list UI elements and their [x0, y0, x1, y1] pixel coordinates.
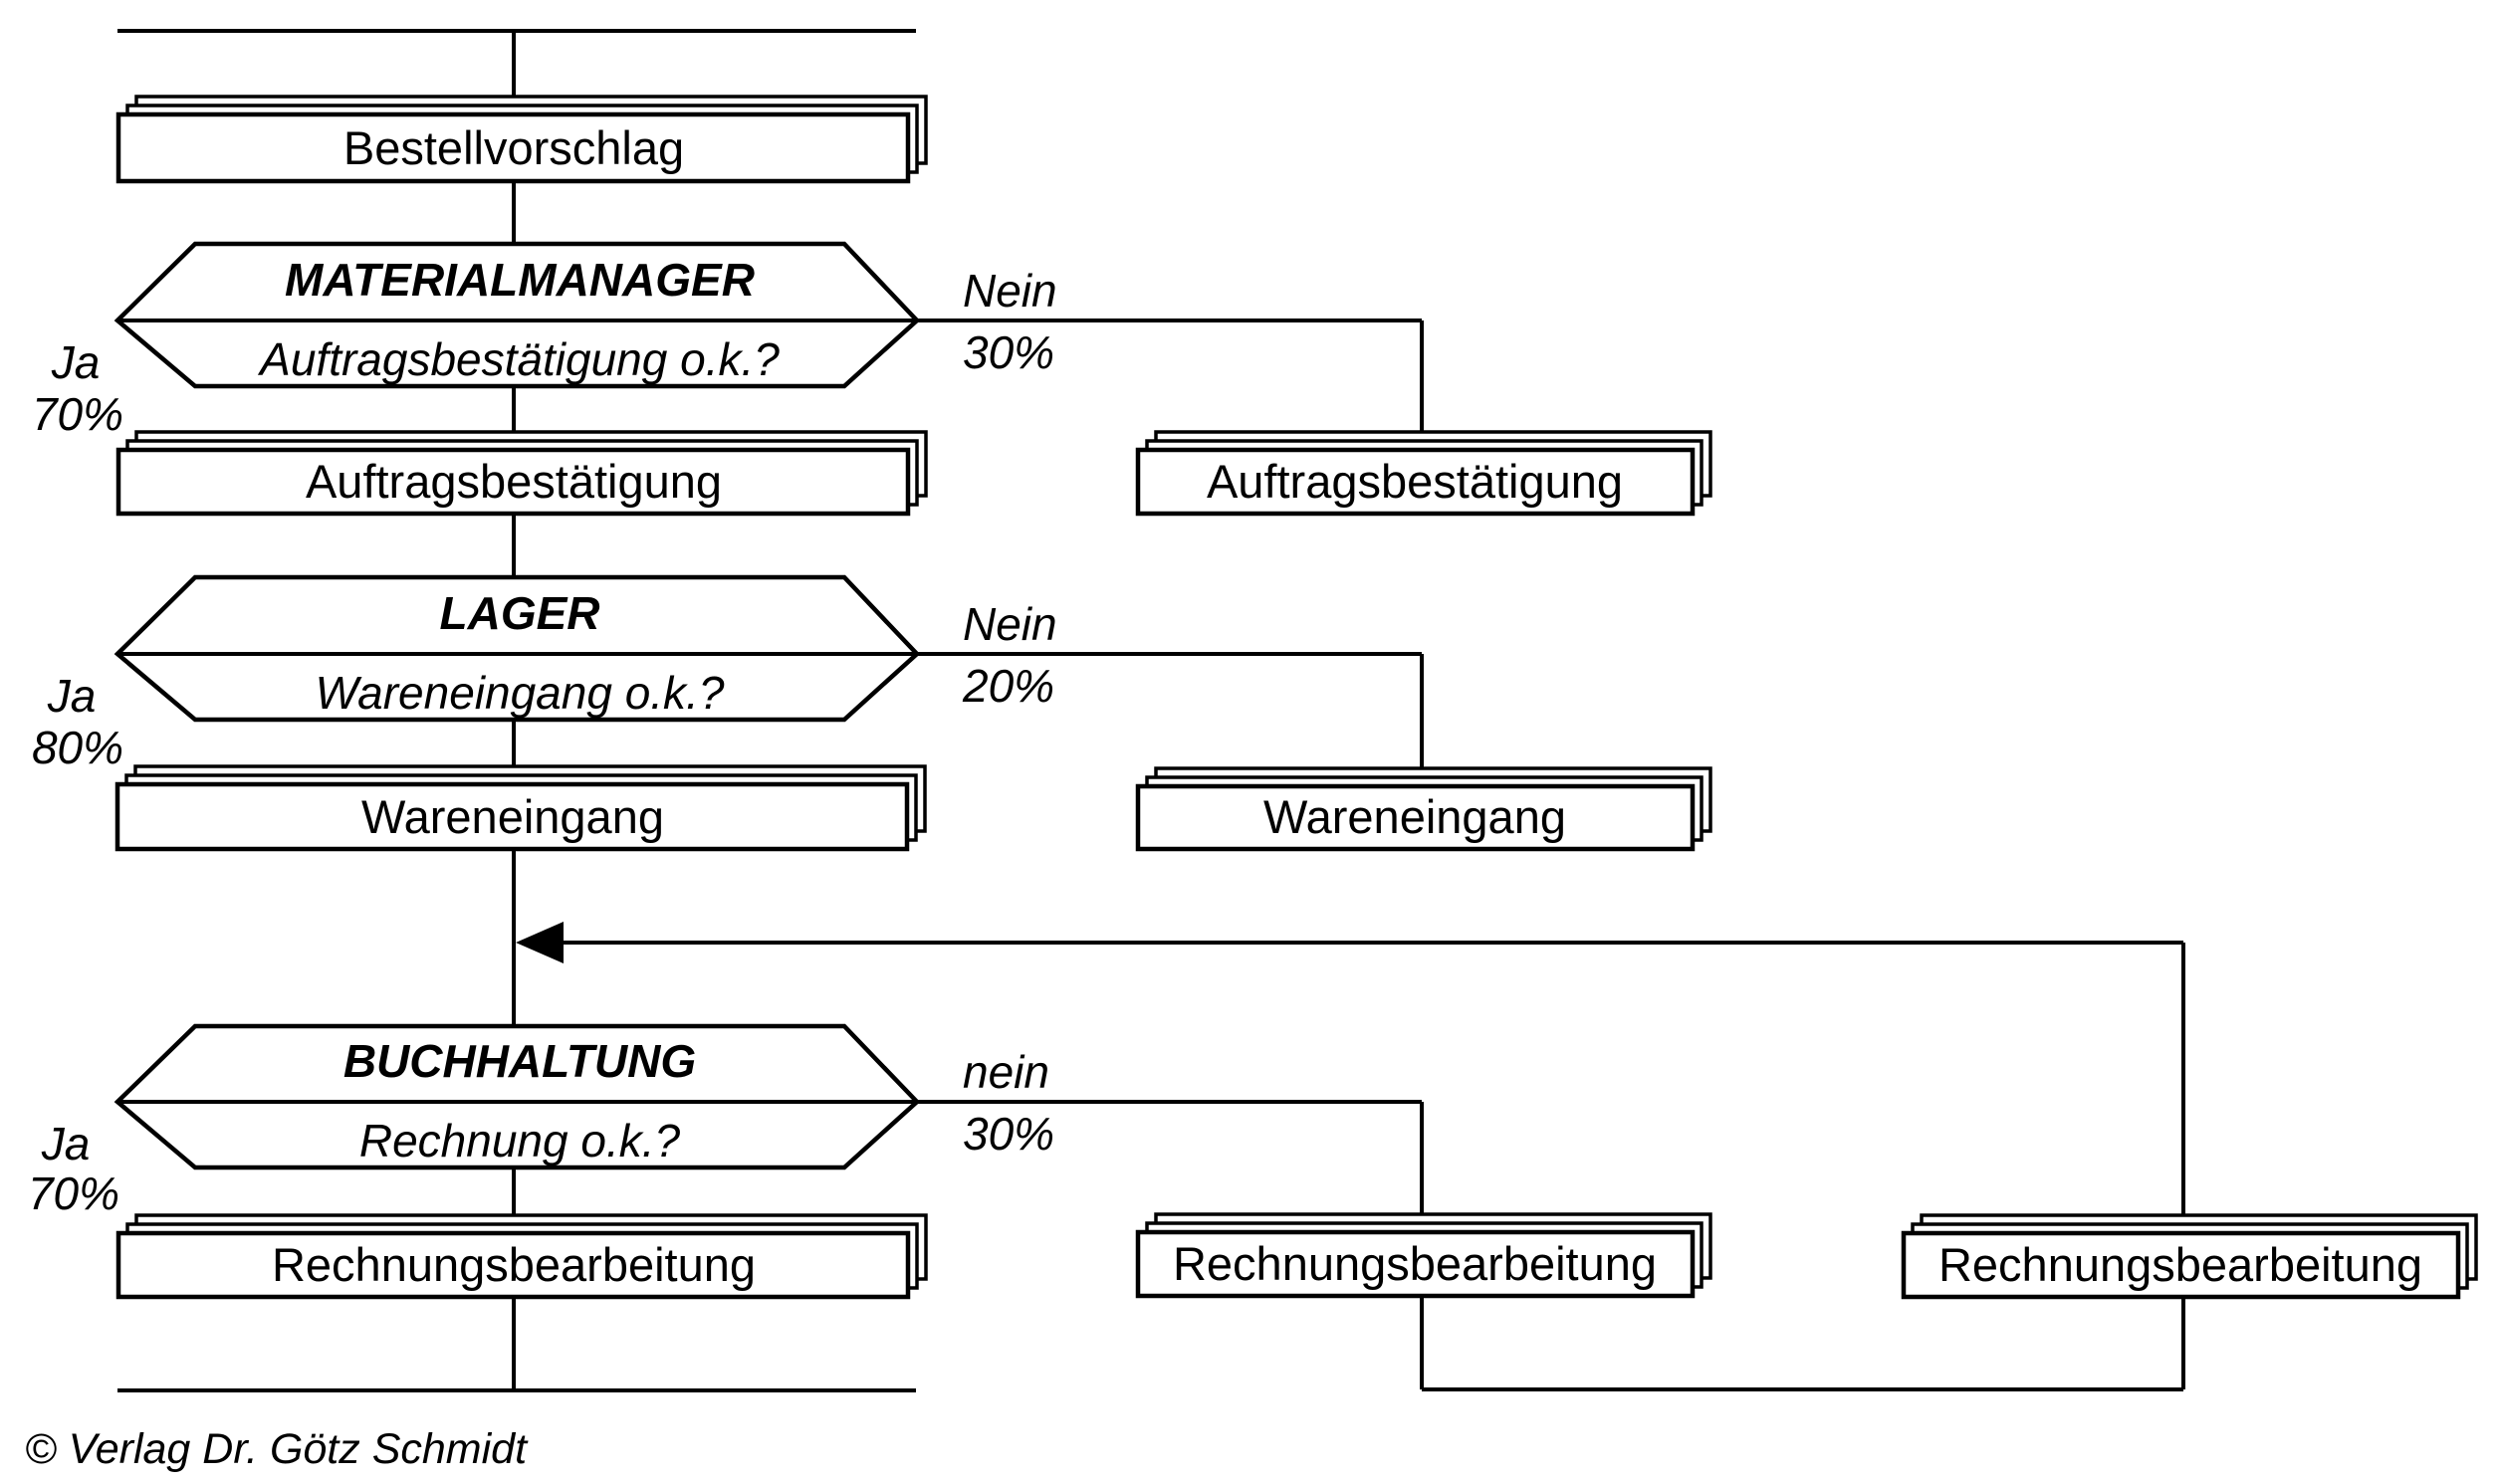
document-stack-wareneingang-ja: Wareneingang	[114, 764, 927, 852]
nein-label: Nein	[963, 265, 1057, 317]
stack-sheet-front	[1135, 447, 1696, 517]
nein-percentage: 30%	[963, 1108, 1054, 1160]
ja-label: Ja	[47, 670, 97, 722]
document-label: Wareneingang	[1263, 790, 1566, 843]
decision-lager: LAGER Wareneingang o.k.? Ja 80% Nein 20%	[32, 574, 1057, 773]
nein-label: nein	[963, 1046, 1049, 1098]
copyright-footer: © Verlag Dr. Götz Schmidt	[25, 1425, 529, 1473]
decision-question: Auftragsbestätigung o.k.?	[257, 333, 780, 385]
document-stack-bestellvorschlag: Bestellvorschlag	[115, 95, 928, 184]
document-stack-auftragsbestaetigung-ja: Auftragsbestätigung	[115, 430, 928, 517]
stack-sheet-front	[1135, 1229, 1696, 1299]
document-label: Rechnungsbearbeitung	[1173, 1237, 1657, 1290]
document-label: Rechnungsbearbeitung	[1938, 1238, 2422, 1291]
decision-question: Wareneingang o.k.?	[316, 667, 725, 719]
nein-percentage: 30%	[963, 326, 1054, 378]
document-stack-rechnungsbearbeitung-nein: Rechnungsbearbeitung	[1135, 1212, 1712, 1299]
document-label: Bestellvorschlag	[343, 121, 684, 174]
decision-buchhaltung: BUCHHALTUNG Rechnung o.k.? Ja 70% nein 3…	[28, 1023, 1054, 1219]
document-stack-auftragsbestaetigung-nein: Auftragsbestätigung	[1135, 430, 1712, 517]
decision-actor: MATERIALMANAGER	[285, 254, 755, 306]
decision-actor: BUCHHALTUNG	[343, 1035, 696, 1087]
decision-actor: LAGER	[440, 587, 600, 639]
document-label: Auftragsbestätigung	[1207, 455, 1623, 508]
ja-label: Ja	[41, 1118, 91, 1169]
nein-percentage: 20%	[962, 660, 1054, 712]
stack-sheet-front	[114, 781, 910, 852]
document-stack-rechnungsbearbeitung-loop: Rechnungsbearbeitung	[1901, 1213, 2478, 1300]
stack-sheet-front	[115, 111, 911, 184]
document-stack-wareneingang-nein: Wareneingang	[1135, 766, 1712, 852]
stack-sheet-front	[1135, 783, 1696, 852]
decision-materialmanager: MATERIALMANAGER Auftragsbestätigung o.k.…	[32, 241, 1057, 440]
loop-arrowhead-icon	[516, 922, 564, 963]
nein-label: Nein	[963, 598, 1057, 650]
ja-percentage: 70%	[28, 1167, 119, 1219]
ja-label: Ja	[51, 336, 101, 388]
stack-sheet-front	[115, 447, 911, 517]
document-label: Wareneingang	[361, 790, 664, 843]
document-label: Rechnungsbearbeitung	[272, 1238, 756, 1291]
stack-sheet-front	[115, 1230, 911, 1300]
document-label: Auftragsbestätigung	[306, 455, 722, 508]
document-stack-rechnungsbearbeitung-ja: Rechnungsbearbeitung	[115, 1213, 928, 1300]
stack-sheet-front	[1901, 1230, 2461, 1300]
decision-question: Rechnung o.k.?	[359, 1115, 681, 1166]
ja-percentage: 70%	[32, 388, 123, 440]
ja-percentage: 80%	[32, 722, 123, 773]
